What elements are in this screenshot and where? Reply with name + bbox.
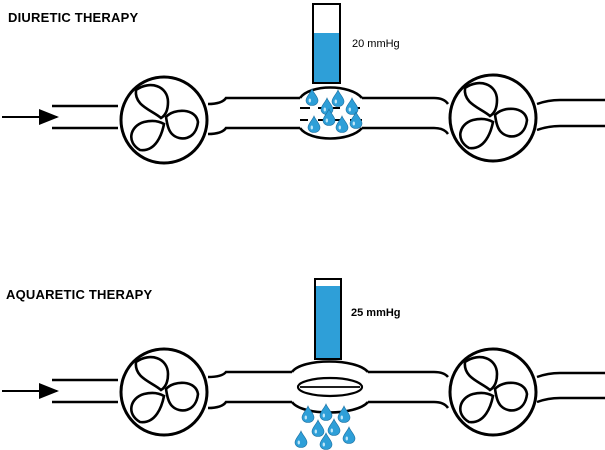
- water-drop-icon: [294, 403, 356, 450]
- pump-valve-icon: [119, 75, 209, 165]
- panel-title-diuretic: DIURETIC THERAPY: [8, 10, 139, 25]
- diuretic-panel: [2, 3, 605, 165]
- pressure-column-icon: [314, 278, 342, 360]
- panel-title-aquaretic: AQUARETIC THERAPY: [6, 287, 153, 302]
- pump-valve-icon: [448, 347, 538, 437]
- aquaretic-panel: [2, 278, 605, 450]
- filtration-chamber: [298, 86, 363, 140]
- filtration-chamber: [290, 360, 369, 414]
- pressure-label-diuretic: 20 mmHg: [352, 38, 400, 50]
- water-drop-icon: [305, 88, 363, 133]
- pressure-column-icon: [312, 3, 341, 84]
- pump-valve-icon: [119, 347, 209, 437]
- pressure-label-aquaretic: 25 mmHg: [351, 307, 401, 319]
- pump-valve-icon: [448, 73, 538, 163]
